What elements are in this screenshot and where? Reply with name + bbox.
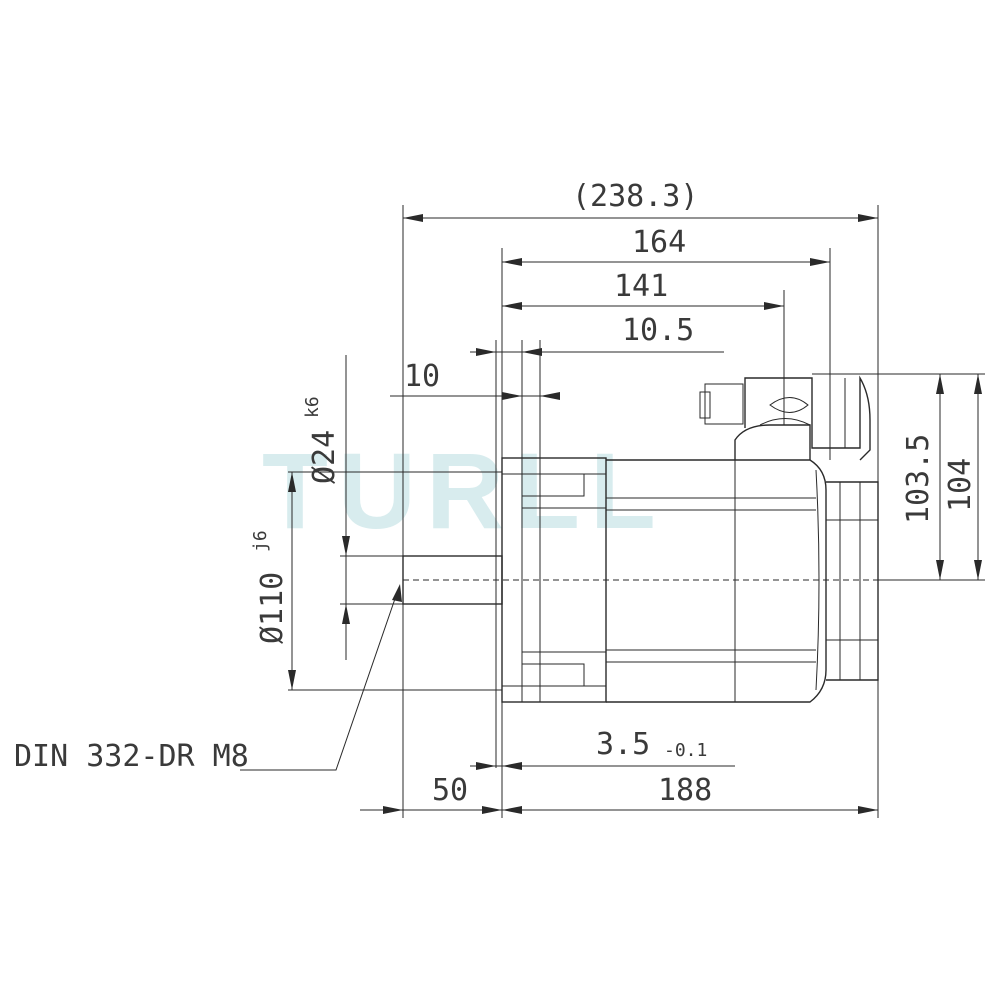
dim-pilot-diameter: Ø110	[255, 572, 290, 644]
dim-shaft-length: 50	[432, 773, 468, 808]
dimension-labels: (238.3) 164 141 10.5 10 Ø24 k6 Ø110 j6 1…	[14, 179, 978, 808]
dim-height-103-5: 103.5	[901, 434, 936, 524]
dim-shaft-tolerance: k6	[302, 396, 323, 418]
dim-10-5: 10.5	[622, 313, 694, 348]
dim-height-104: 104	[943, 458, 978, 512]
watermark: TURLL	[262, 430, 666, 551]
dim-overall-length: (238.3)	[572, 179, 698, 214]
dim-pilot-tolerance: j6	[250, 530, 271, 552]
thread-note: DIN 332-DR M8	[14, 739, 249, 774]
dim-shaft-diameter: Ø24	[307, 430, 342, 484]
dim-3-5: 3.5	[596, 727, 650, 762]
dim-141: 141	[614, 269, 668, 304]
dim-164: 164	[632, 225, 686, 260]
dimension-lines	[240, 214, 982, 814]
dim-3-5-tolerance: -0.1	[664, 740, 707, 761]
dim-body-length: 188	[658, 773, 712, 808]
dim-10: 10	[404, 359, 440, 394]
extension-lines	[288, 205, 985, 818]
